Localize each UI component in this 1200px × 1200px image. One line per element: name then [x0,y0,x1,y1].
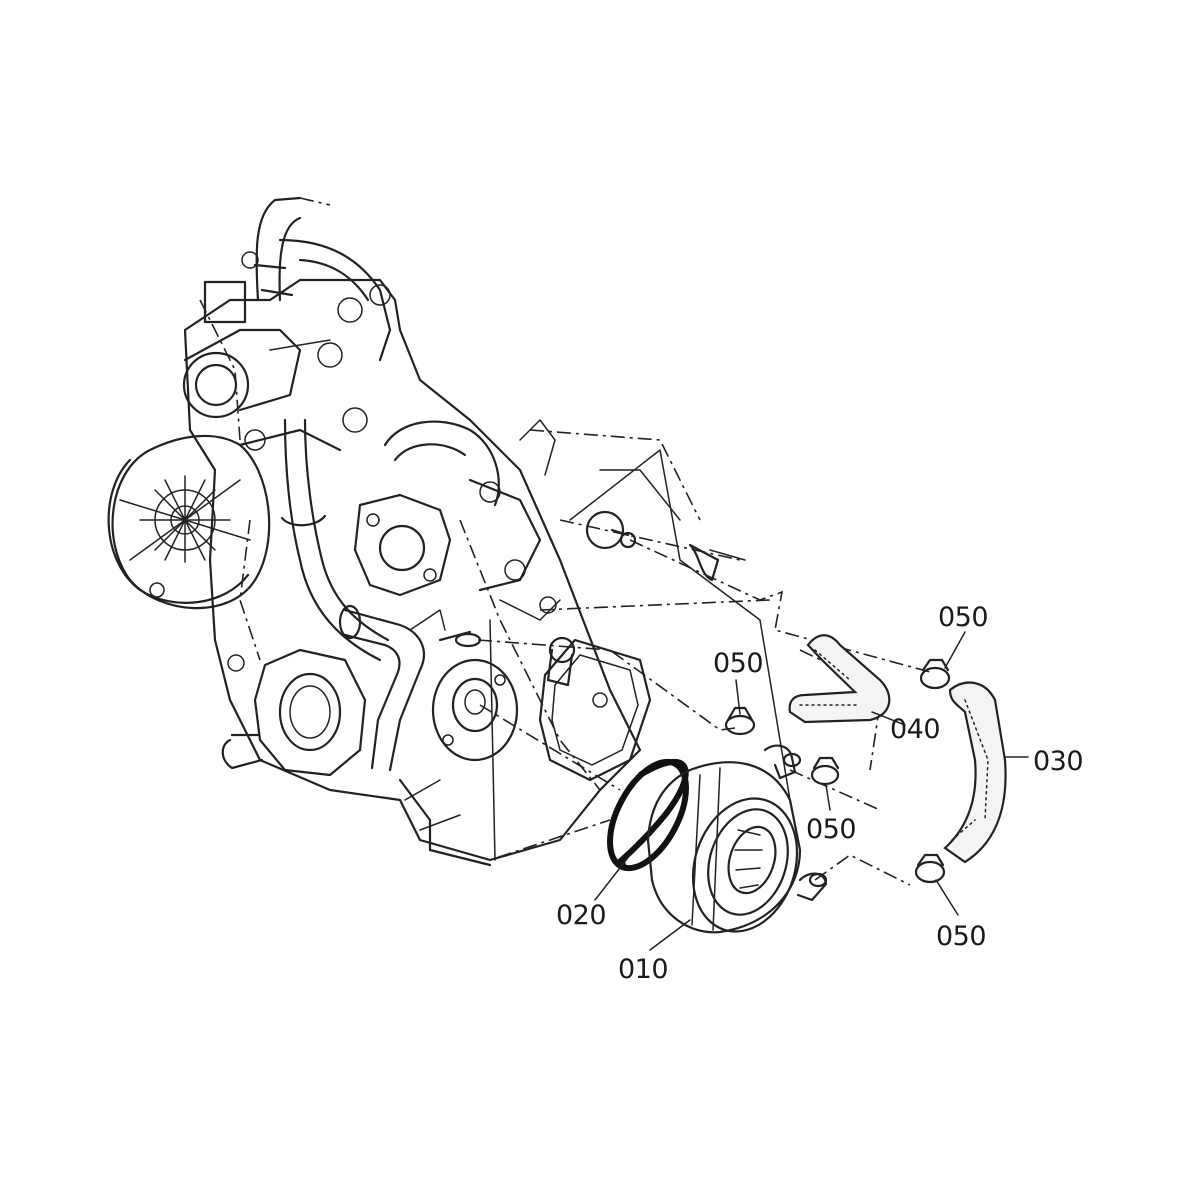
callout-labels: 010 020 030 040 050 050 050 050 [556,602,1084,985]
hose-short [788,634,891,724]
clamp-bottom [914,853,946,884]
oil-cooler [646,744,828,934]
callout-050-bottom: 050 [936,921,986,952]
clamp-top-right [919,658,951,690]
cooler-mount-boss [431,658,519,762]
fan-pulley [107,434,271,672]
hose-long [943,681,1007,864]
callout-050-top-right: 050 [938,602,988,633]
callout-020: 020 [556,900,606,931]
callout-040: 040 [890,714,940,745]
clamp-middle [810,756,840,786]
engine-block [107,196,791,867]
callout-010: 010 [618,954,668,985]
callout-050-top-left: 050 [713,648,763,679]
callout-030: 030 [1033,746,1083,777]
callout-050-middle: 050 [806,814,856,845]
callout-leaders [594,631,1029,951]
